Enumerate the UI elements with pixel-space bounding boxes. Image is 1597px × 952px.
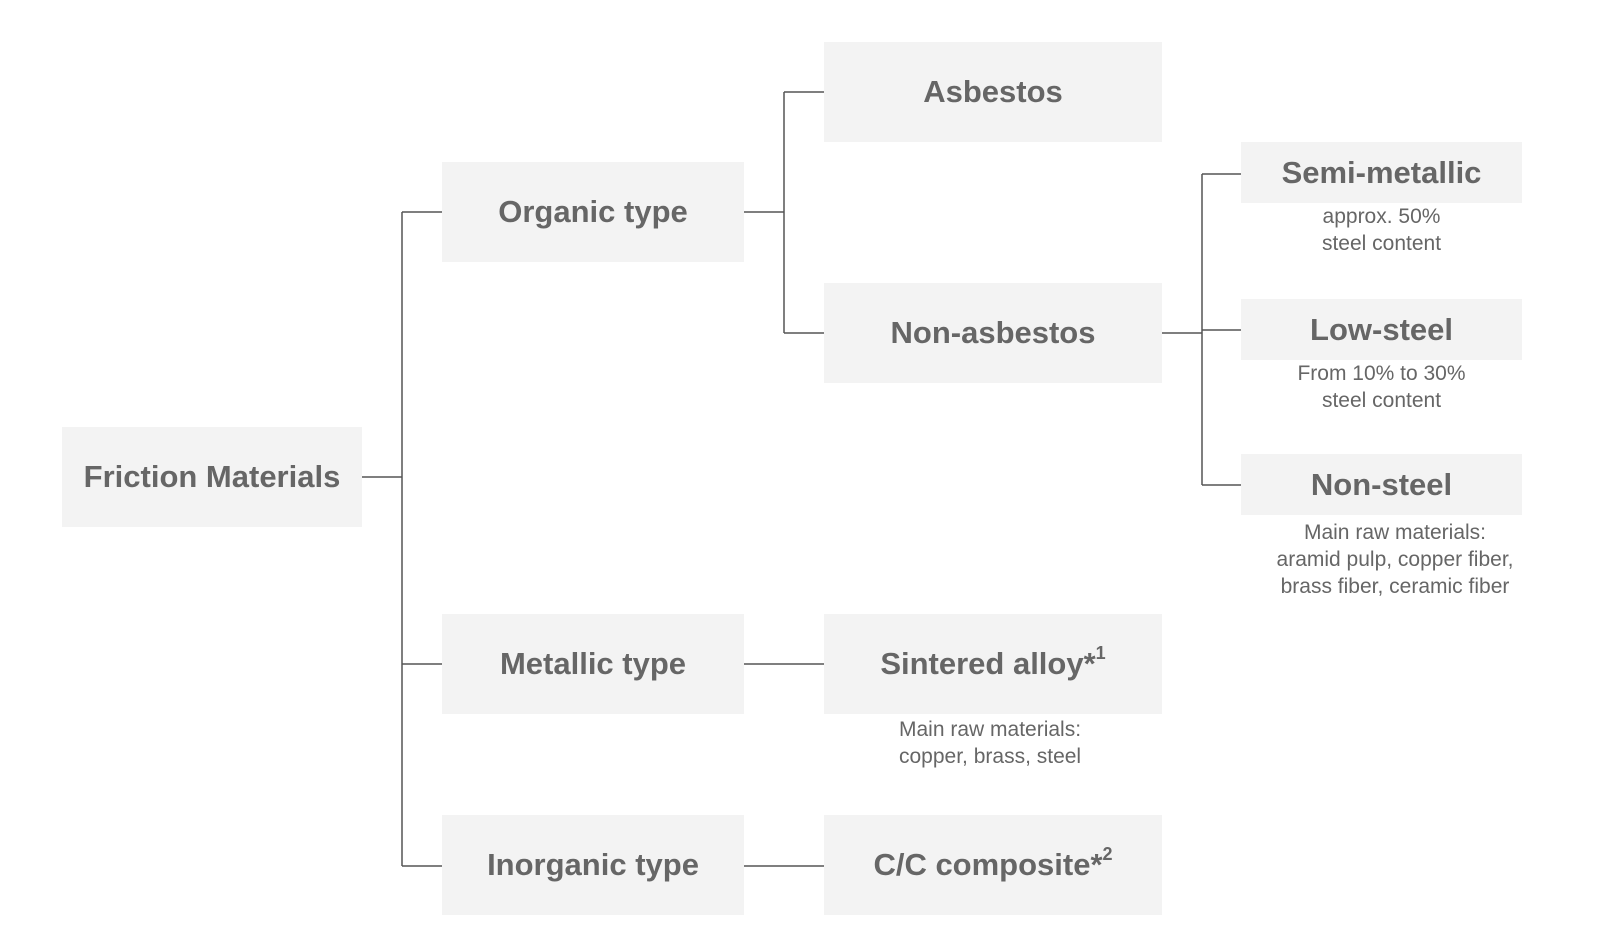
node-low-steel: Low-steel (1241, 299, 1522, 360)
note-sintered-alloy: Main raw materials: copper, brass, steel (899, 716, 1159, 770)
note-non-steel: Main raw materials: aramid pulp, copper … (1241, 519, 1549, 600)
node-cc-composite: C/C composite*2 (824, 815, 1162, 915)
node-label: Semi-metallic (1281, 154, 1482, 190)
node-friction-materials: Friction Materials (62, 427, 362, 527)
note-semi-metallic: approx. 50% steel content (1241, 203, 1522, 257)
node-label: Inorganic type (487, 847, 699, 882)
note-line: aramid pulp, copper fiber, (1276, 548, 1514, 571)
node-label: Non-asbestos (890, 315, 1096, 350)
node-label: Low-steel (1310, 311, 1453, 347)
node-label: Organic type (498, 194, 688, 229)
node-non-steel: Non-steel (1241, 454, 1522, 515)
note-line: steel content (1321, 389, 1442, 412)
note-line: copper, brass, steel (899, 745, 1082, 768)
note-line: Main raw materials: (1303, 521, 1487, 544)
node-metallic-type: Metallic type (442, 614, 744, 714)
note-line: From 10% to 30% (1297, 362, 1466, 385)
node-label: Non-steel (1310, 466, 1453, 502)
node-sintered-alloy: Sintered alloy*1 (824, 614, 1162, 714)
note-line: approx. 50% (1322, 205, 1441, 228)
node-label: Sintered alloy*1 (880, 642, 1106, 682)
note-line: brass fiber, ceramic fiber (1280, 575, 1510, 598)
node-label: C/C composite*2 (873, 843, 1113, 883)
node-asbestos: Asbestos (824, 42, 1162, 142)
footnote-marker: 1 (1095, 642, 1106, 663)
note-line: steel content (1321, 232, 1442, 255)
note-low-steel: From 10% to 30% steel content (1241, 360, 1522, 414)
node-label-text: Sintered alloy* (880, 646, 1096, 681)
node-organic-type: Organic type (442, 162, 744, 262)
node-inorganic-type: Inorganic type (442, 815, 744, 915)
node-label: Asbestos (923, 74, 1063, 109)
node-label: Metallic type (499, 646, 687, 681)
node-semi-metallic: Semi-metallic (1241, 142, 1522, 203)
node-label: Friction Materials (83, 459, 341, 494)
node-non-asbestos: Non-asbestos (824, 283, 1162, 383)
node-label-text: C/C composite* (873, 847, 1103, 882)
note-line: Main raw materials: (899, 718, 1082, 741)
footnote-marker: 2 (1102, 843, 1113, 864)
